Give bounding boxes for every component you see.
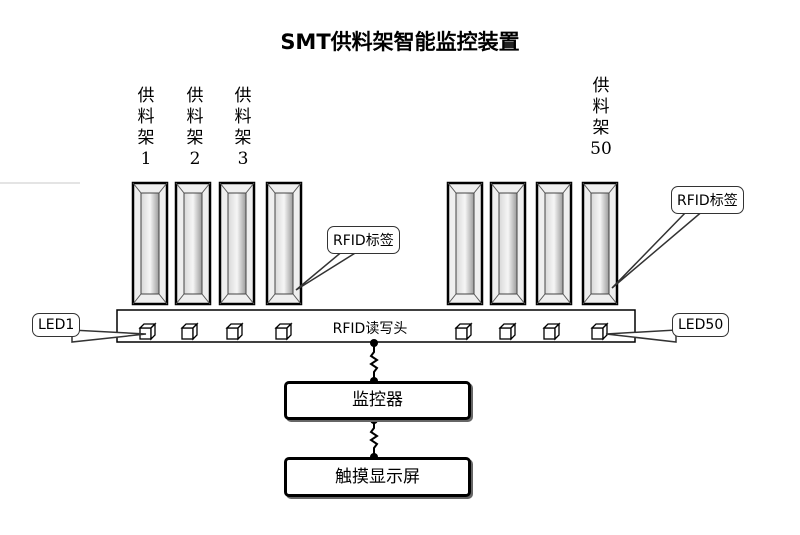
feeder-slot-5 bbox=[446, 181, 484, 306]
junction-dot bbox=[370, 339, 378, 347]
feeder-slot-8 bbox=[581, 181, 619, 306]
feeder-slot-3 bbox=[218, 181, 256, 306]
rfid-tag-left-pointer bbox=[295, 249, 363, 291]
connector-reader-monitor bbox=[369, 342, 379, 381]
feeder-slot-4 bbox=[265, 181, 303, 306]
led-cube bbox=[274, 322, 293, 341]
diagram-title: SMT供料架智能监控装置 bbox=[280, 30, 520, 54]
feeder-label-3: 供料架3 bbox=[234, 86, 252, 169]
feeder-slot-2 bbox=[174, 181, 212, 306]
feeder-slot-1 bbox=[131, 181, 169, 306]
led-row bbox=[138, 322, 609, 341]
led-cube bbox=[454, 322, 473, 341]
led-cube bbox=[498, 322, 517, 341]
feeder-label-1: 供料架1 bbox=[137, 86, 155, 169]
rfid-reader-label: RFID读写头 bbox=[332, 321, 408, 337]
feeder-label-50: 供料架50 bbox=[590, 76, 612, 159]
connector-monitor-display bbox=[369, 420, 379, 457]
feeder-slot-6 bbox=[489, 181, 527, 306]
led1-callout: LED1 bbox=[32, 313, 81, 337]
led-cube bbox=[225, 322, 244, 341]
feeder-slot-7 bbox=[535, 181, 573, 306]
rfid-tag-left-callout: RFID标签 bbox=[327, 226, 400, 254]
rfid-tag-right-callout: RFID标签 bbox=[671, 186, 744, 214]
led-cube bbox=[138, 322, 157, 341]
led-cube bbox=[180, 322, 199, 341]
monitor-box: 监控器 bbox=[284, 381, 471, 420]
led-cube bbox=[542, 322, 561, 341]
feeder-label-2: 供料架2 bbox=[186, 86, 204, 169]
led-cube bbox=[590, 322, 609, 341]
rfid-tag-right-pointer bbox=[611, 209, 707, 289]
led50-callout: LED50 bbox=[672, 313, 730, 337]
display-box: 触摸显示屏 bbox=[284, 457, 471, 497]
